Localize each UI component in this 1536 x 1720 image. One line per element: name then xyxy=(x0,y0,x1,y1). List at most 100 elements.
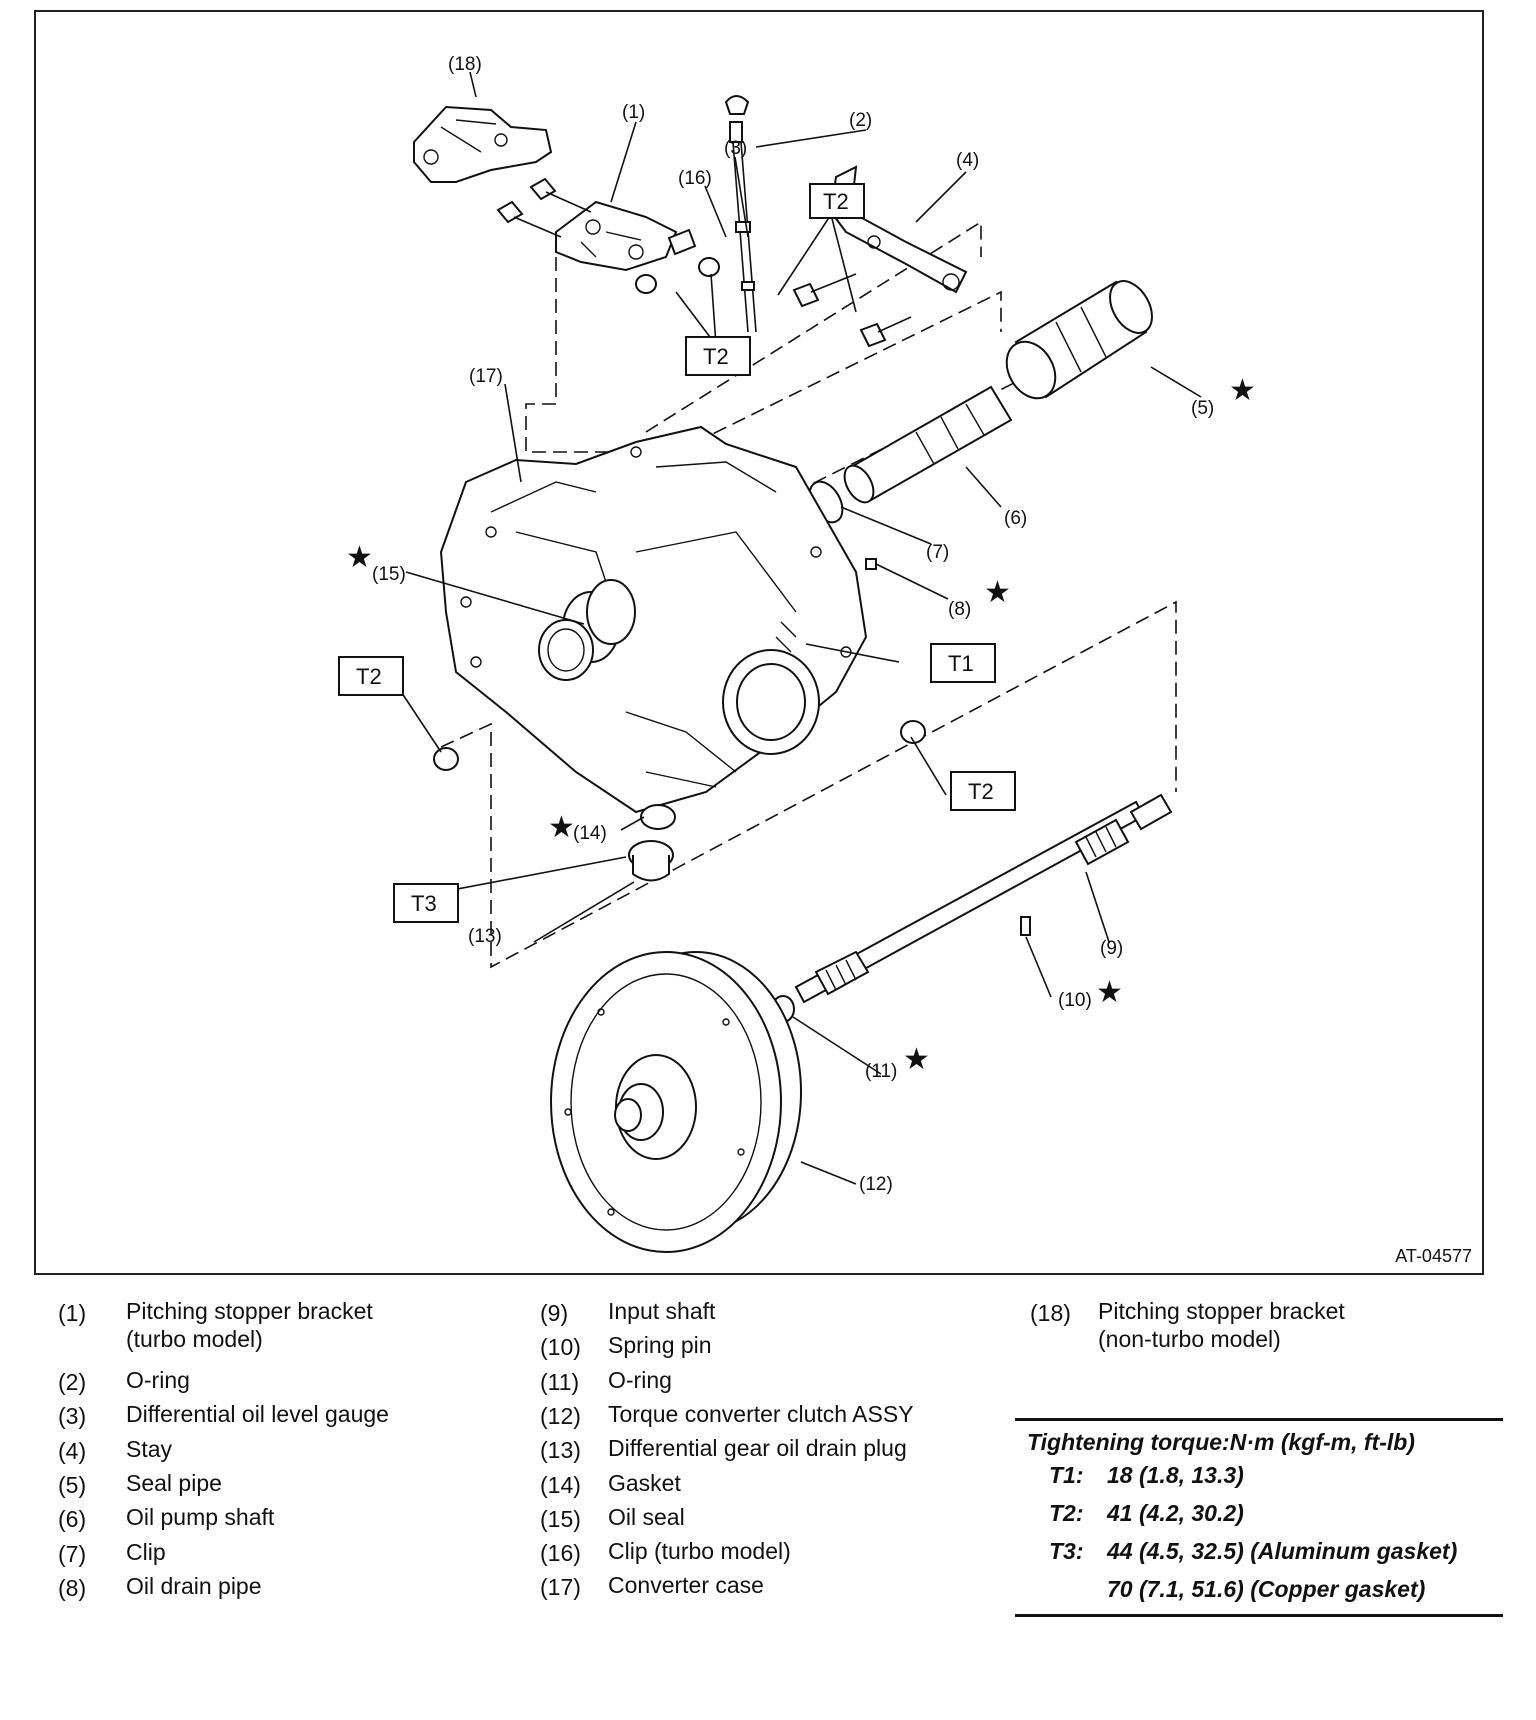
callout-4: (4) xyxy=(956,150,979,171)
legend-item-number: (3) xyxy=(58,1403,87,1430)
clip-turbo xyxy=(667,228,697,256)
legend-item-number: (5) xyxy=(58,1471,87,1498)
legend-item-number: (18) xyxy=(1030,1300,1071,1326)
torque-value: 44 (4.5, 32.5) (Aluminum gasket) xyxy=(1107,1538,1458,1564)
diagram-drawing: (18) (1) (2) (3) (16) (4) (5) (6) (7) (8… xyxy=(338,54,1256,1253)
legend-item-number: (1) xyxy=(58,1300,87,1326)
callout-2: (2) xyxy=(849,110,872,131)
torque-key: T1: xyxy=(1049,1462,1084,1488)
callout-13: (13) xyxy=(468,926,502,947)
torque-key: T3: xyxy=(1049,1538,1084,1564)
torque-row: T1: 18 (1.8, 13.3) xyxy=(1015,1456,1503,1494)
legend-item-label: Converter case xyxy=(608,1572,764,1599)
torque-box-t2-bracket: T2 xyxy=(685,336,751,376)
table-bottom-rule xyxy=(1015,1614,1503,1617)
legend-item-label: Oil seal xyxy=(608,1503,685,1530)
callout-9: (9) xyxy=(1100,938,1123,959)
torque-box-t2-left: T2 xyxy=(338,656,404,696)
legend-item-label: Seal pipe xyxy=(126,1469,222,1496)
legend-item-number: (4) xyxy=(58,1437,87,1464)
oil-pump-shaft xyxy=(808,385,1013,570)
legend-item-label: Oil pump shaft xyxy=(126,1504,275,1531)
torque-table-title: Tightening torque:N·m (kgf-m, ft-lb) xyxy=(1027,1429,1415,1455)
torque-value: 41 (4.2, 30.2) xyxy=(1107,1500,1244,1526)
legend-item-number: (13) xyxy=(540,1437,581,1464)
torque-value: 18 (1.8, 13.3) xyxy=(1107,1462,1244,1488)
star-mark-11: ★ xyxy=(903,1042,930,1077)
callout-15: (15) xyxy=(372,564,406,585)
gasket xyxy=(640,804,676,830)
torque-converter-clutch-assy xyxy=(550,951,802,1253)
converter-case xyxy=(439,425,868,814)
callout-8: (8) xyxy=(948,599,971,620)
table-top-rule xyxy=(1015,1418,1503,1421)
legend-item-label-line2: (non-turbo model) xyxy=(1098,1326,1281,1352)
callout-18: (18) xyxy=(448,54,482,75)
torque-box-t1: T1 xyxy=(930,643,996,683)
legend-item-label: Input shaft xyxy=(608,1298,716,1324)
oil-drain-pipe xyxy=(865,558,877,570)
legend-item-label: Stay xyxy=(126,1435,173,1462)
pitching-stopper-bracket-turbo xyxy=(496,177,720,294)
legend-item-label: Gasket xyxy=(608,1469,681,1496)
exploded-diagram: (18) (1) (2) (3) (16) (4) (5) (6) (7) (8… xyxy=(34,10,1484,1275)
callout-5: (5) xyxy=(1191,398,1214,419)
legend-item-number: (9) xyxy=(540,1300,569,1326)
oil-seal xyxy=(538,619,594,681)
star-mark-15: ★ xyxy=(346,540,373,575)
callout-14: (14) xyxy=(573,823,607,844)
legend-item-label: Pitching stopper bracket xyxy=(1098,1298,1345,1324)
seal-pipe xyxy=(1005,280,1153,400)
torque-key: T2: xyxy=(1049,1500,1084,1526)
torque-row: T3: 44 (4.5, 32.5) (Aluminum gasket) xyxy=(1015,1532,1503,1570)
callout-1: (1) xyxy=(622,102,645,123)
t2-nut-left xyxy=(433,747,459,771)
legend-item-label-line2: (turbo model) xyxy=(126,1326,263,1352)
legend-item-label: Differential gear oil drain plug xyxy=(608,1435,907,1462)
legend-item-number: (14) xyxy=(540,1471,581,1498)
torque-value: 70 (7.1, 51.6) (Copper gasket) xyxy=(1107,1576,1426,1602)
legend-item-label: O-ring xyxy=(126,1367,190,1393)
legend-item-number: (8) xyxy=(58,1574,87,1601)
t2-nut-right xyxy=(900,720,926,744)
callout-7: (7) xyxy=(926,542,949,563)
star-mark-8: ★ xyxy=(984,575,1011,610)
spring-pin xyxy=(1020,916,1031,936)
callout-10: (10) xyxy=(1058,990,1092,1011)
callout-17: (17) xyxy=(469,366,503,387)
legend-item-label: Oil drain pipe xyxy=(126,1572,262,1599)
stay xyxy=(792,165,968,348)
legend-item-number: (7) xyxy=(58,1540,87,1567)
callout-16: (16) xyxy=(678,168,712,189)
pitching-stopper-bracket-non-turbo xyxy=(413,105,553,183)
legend-item-label: Differential oil level gauge xyxy=(126,1401,389,1428)
legend-item-number: (15) xyxy=(540,1505,581,1532)
legend-item-number: (12) xyxy=(540,1402,581,1429)
tightening-torque-table: Tightening torque:N·m (kgf-m, ft-lb) T1:… xyxy=(1015,1418,1503,1617)
star-mark-10: ★ xyxy=(1096,975,1123,1010)
svg-text:T2: T2 xyxy=(968,779,994,804)
svg-text:T2: T2 xyxy=(823,189,849,214)
legend-item-number: (16) xyxy=(540,1540,581,1567)
legend-item-number: (2) xyxy=(58,1369,87,1395)
svg-text:T1: T1 xyxy=(948,651,974,676)
callout-6: (6) xyxy=(1004,508,1027,529)
legend-item-number: (6) xyxy=(58,1506,87,1533)
callout-11: (11) xyxy=(865,1061,897,1082)
torque-row: 70 (7.1, 51.6) (Copper gasket) xyxy=(1015,1570,1503,1608)
figure-code: AT-04577 xyxy=(1395,1246,1472,1266)
star-mark-14: ★ xyxy=(548,810,575,845)
differential-gear-oil-drain-plug xyxy=(628,840,674,882)
svg-text:T3: T3 xyxy=(411,891,437,916)
callout-3: (3) xyxy=(724,138,747,159)
svg-text:T2: T2 xyxy=(356,664,382,689)
star-mark-5: ★ xyxy=(1229,373,1256,408)
torque-row: T2: 41 (4.2, 30.2) xyxy=(1015,1494,1503,1532)
legend-item-label: Pitching stopper bracket xyxy=(126,1298,373,1324)
torque-box-t3: T3 xyxy=(393,883,459,923)
differential-oil-level-gauge xyxy=(724,95,757,333)
input-shaft xyxy=(771,793,1173,1023)
legend-item-label: Torque converter clutch ASSY xyxy=(608,1400,914,1427)
callout-12: (12) xyxy=(859,1174,893,1195)
legend-item-label: Clip (turbo model) xyxy=(608,1538,791,1565)
